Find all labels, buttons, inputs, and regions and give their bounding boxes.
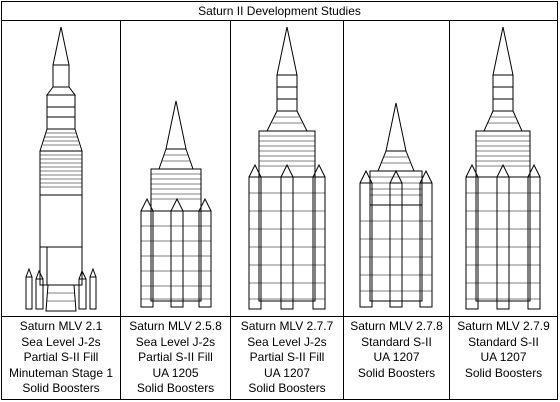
caption-line: Saturn MLV 2.7.8 (350, 319, 443, 333)
booster-center (496, 176, 510, 310)
booster-right (198, 210, 212, 308)
panel-mlv-2-5-8: Saturn MLV 2.5.8 Sea Level J-2s Partial … (121, 21, 231, 399)
caption-line: Sea Level J-2s (135, 334, 216, 349)
caption-line: Standard S-II (361, 334, 432, 349)
caption-line: Saturn MLV 2.5.8 (129, 319, 222, 333)
adapter (266, 110, 308, 132)
core-stage (475, 176, 531, 302)
caption-line: Minuteman Stage 1 (8, 365, 114, 380)
rocket-mlv-2-7-8-svg (359, 102, 433, 308)
panel-mlv-2-7-7: Saturn MLV 2.7.7 Sea Level J-2s Partial … (231, 21, 344, 399)
booster-left (25, 276, 33, 310)
rocket-drawing-mlv-2-5-8 (121, 21, 230, 316)
rocket-drawing-mlv-2-7-7 (231, 21, 343, 316)
nose-cone (52, 26, 70, 66)
caption-line: Sea Level J-2s (21, 334, 101, 349)
booster-center (280, 176, 294, 310)
diagram-title: Saturn II Development Studies (2, 2, 557, 21)
escape-section (276, 74, 298, 112)
upper-stage (475, 130, 531, 178)
caption-line: Saturn MLV 2.1 (19, 319, 103, 333)
caption-line: UA 1207 (263, 365, 311, 380)
escape-section (492, 74, 514, 112)
core-stage (369, 204, 423, 302)
booster-left (248, 176, 262, 310)
adapter (46, 86, 76, 96)
adapter (377, 150, 415, 172)
rocket-mlv-2-5-8-svg (140, 100, 212, 308)
lower-stage (39, 246, 83, 286)
rocket-drawing-mlv-2-1 (2, 21, 120, 316)
nose-cone (385, 102, 407, 152)
booster-right (419, 182, 433, 308)
rocket-mlv-2-7-9-svg (465, 26, 541, 310)
upper-stage (150, 168, 202, 212)
caption-line: Solid Boosters (248, 381, 326, 395)
booster-right (89, 276, 97, 310)
adapter (483, 110, 523, 132)
main-tank (39, 194, 83, 248)
caption-mlv-2-7-8: Saturn MLV 2.7.8 Standard S-II UA 1207 S… (344, 316, 449, 399)
core-stage (258, 176, 316, 302)
caption-line: UA 1207 (373, 350, 420, 364)
rocket-drawing-mlv-2-7-9 (450, 21, 557, 316)
caption-line: Solid Boosters (136, 381, 215, 395)
nose-cone (492, 26, 514, 76)
caption-mlv-2-7-7: Saturn MLV 2.7.7 Sea Level J-2s Partial … (231, 316, 343, 399)
stage-two (39, 150, 83, 196)
booster-left (465, 176, 479, 310)
caption-line: Solid Boosters (464, 365, 543, 380)
caption-line: Solid Boosters (357, 365, 436, 380)
caption-line: Saturn MLV 2.7.9 (457, 319, 550, 333)
rocket-drawing-mlv-2-7-8 (344, 21, 449, 316)
booster-left (140, 210, 154, 308)
booster-mid-right (78, 278, 87, 310)
caption-mlv-2-7-9: Saturn MLV 2.7.9 Standard S-II UA 1207 S… (450, 316, 557, 399)
booster-right (312, 176, 326, 310)
nose-cone (276, 26, 298, 76)
interstage-flare (39, 128, 83, 152)
panel-mlv-2-1: Saturn MLV 2.1 Sea Level J-2s Partial S-… (2, 21, 121, 399)
booster-center (389, 182, 403, 308)
nose-cone (165, 100, 187, 150)
caption-line: UA 1207 (480, 350, 527, 364)
caption-line: Standard S-II (468, 334, 539, 349)
caption-line: UA 1205 (152, 365, 199, 380)
caption-line: Solid Boosters (22, 381, 100, 395)
upper-stage (369, 170, 423, 206)
booster-left (359, 182, 373, 308)
booster-mid-left (35, 278, 44, 310)
caption-line: Partial S-II Fill (23, 350, 99, 364)
caption-line: Saturn MLV 2.7.7 (240, 319, 334, 333)
adapter (158, 148, 194, 170)
rocket-mlv-2-1-svg (25, 26, 97, 312)
caption-mlv-2-1: Saturn MLV 2.1 Sea Level J-2s Partial S-… (2, 316, 120, 399)
booster-center (170, 210, 184, 308)
caption-line: Sea Level J-2s (247, 334, 327, 349)
caption-line: Partial S-II Fill (249, 350, 325, 364)
panel-mlv-2-7-9: Saturn MLV 2.7.9 Standard S-II UA 1207 S… (450, 21, 557, 399)
engine-skirt (45, 284, 77, 312)
booster-right (527, 176, 541, 310)
upper-stage (258, 130, 316, 178)
caption-mlv-2-5-8: Saturn MLV 2.5.8 Sea Level J-2s Partial … (121, 316, 230, 399)
panel-mlv-2-7-8: Saturn MLV 2.7.8 Standard S-II UA 1207 S… (344, 21, 450, 399)
escape-tower (52, 64, 70, 88)
caption-line: Partial S-II Fill (138, 350, 213, 364)
rocket-mlv-2-7-7-svg (248, 26, 326, 310)
